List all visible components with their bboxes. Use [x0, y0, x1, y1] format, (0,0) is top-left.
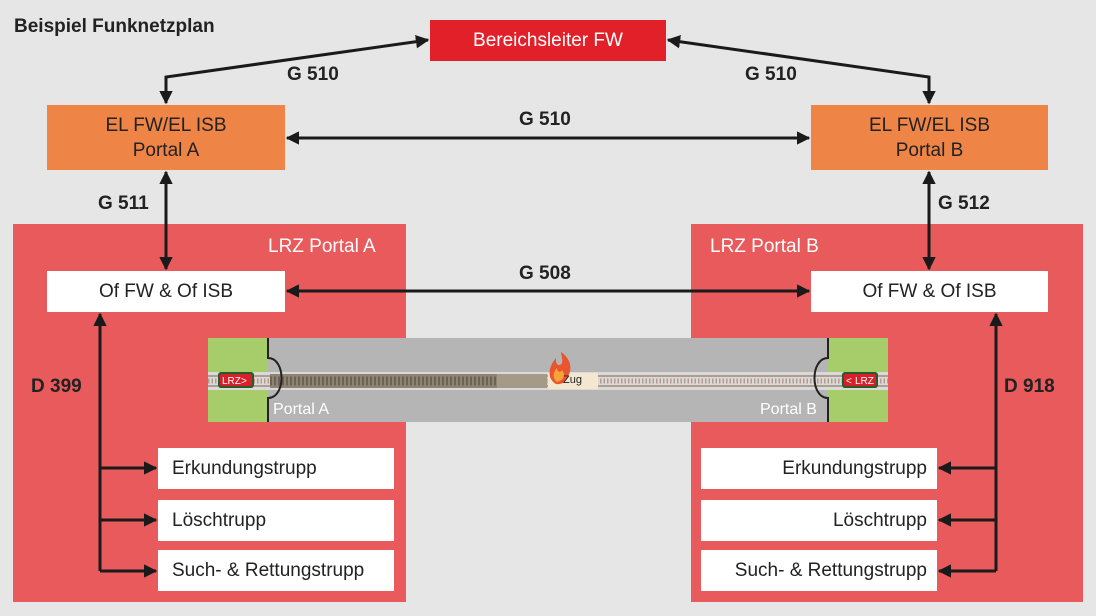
label-g508: G 508	[519, 263, 571, 284]
label-g510-left: G 510	[287, 64, 339, 85]
label-g510-middle: G 510	[519, 109, 571, 130]
lrz-zone-b-label: LRZ Portal B	[710, 236, 819, 257]
team-b-erkundung: Erkundungstrupp	[701, 448, 937, 489]
edge-g510-left	[159, 35, 430, 105]
portal-a-label: Portal A	[273, 401, 330, 418]
svg-text:LRZ: LRZ	[222, 376, 241, 387]
svg-text:>: >	[241, 376, 247, 387]
lrz-sign-b: < LRZ	[842, 372, 878, 388]
portal-a-arch	[267, 338, 283, 422]
train-label: Zug	[563, 374, 582, 386]
lrz-sign-a: LRZ >	[218, 372, 254, 388]
diagram-title: Beispiel Funknetzplan	[14, 16, 215, 37]
label-g510-right: G 510	[745, 64, 797, 85]
team-a-such-rettung: Such- & Rettungstrupp	[158, 550, 394, 591]
team-b-such-rettung: Such- & Rettungstrupp	[701, 550, 937, 591]
portal-b-label: Portal B	[760, 401, 817, 418]
of-portal-a-box: Of FW & Of ISB	[47, 271, 285, 312]
bereichsleiter-box: Bereichsleiter FW	[430, 20, 666, 61]
label-g511: G 511	[98, 193, 149, 214]
lrz-zone-a-label: LRZ Portal A	[268, 236, 376, 257]
team-a-erkundung: Erkundungstrupp	[158, 448, 394, 489]
svg-text:<: <	[846, 376, 852, 387]
team-b-loesch: Löschtrupp	[701, 500, 937, 541]
edge-g510-right	[666, 35, 936, 105]
portal-b-arch	[813, 338, 829, 422]
label-d399: D 399	[31, 376, 82, 397]
train-front	[497, 374, 547, 388]
label-d918: D 918	[1004, 376, 1055, 397]
team-a-loesch: Löschtrupp	[158, 500, 394, 541]
svg-text:LRZ: LRZ	[855, 376, 874, 387]
of-portal-b-box: Of FW & Of ISB	[811, 271, 1048, 312]
label-g512: G 512	[938, 193, 990, 214]
